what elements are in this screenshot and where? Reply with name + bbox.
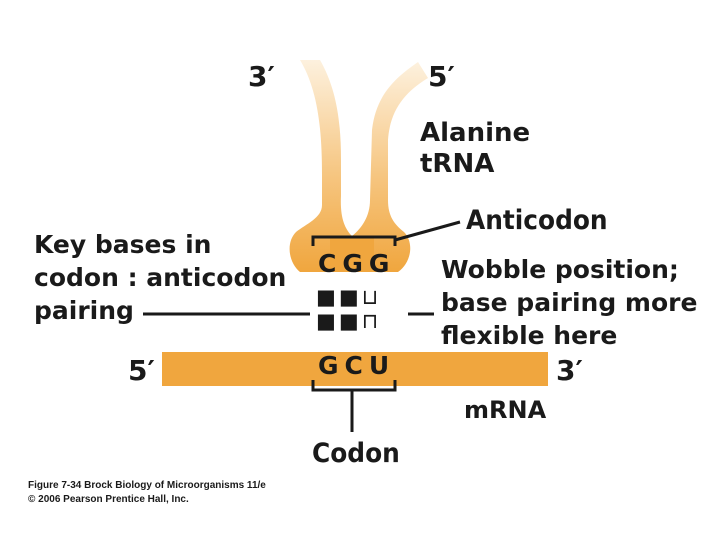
wobble-label: Wobble position; base pairing more flexi… xyxy=(441,253,697,352)
trna-right-arm xyxy=(352,62,428,272)
mrna-5prime-label: 5′ xyxy=(128,354,155,387)
figure-caption-line2: © 2006 Pearson Prentice Hall, Inc. xyxy=(28,494,189,505)
wobble-line1: Wobble position; xyxy=(441,255,679,284)
wobble-line2: base pairing more xyxy=(441,288,698,317)
trna-name-line1: Alanine xyxy=(420,118,531,148)
pair-symbol-2b: ■ xyxy=(338,309,362,333)
codon-label: Codon xyxy=(312,438,400,469)
mrna-3prime-label: 3′ xyxy=(556,354,583,387)
pair-symbol-1b: ■ xyxy=(316,309,339,333)
trna-anticodon-loop xyxy=(330,236,374,272)
key-bases-line2: codon : anticodon xyxy=(34,263,287,292)
anticodon-base-3: G xyxy=(368,249,396,278)
key-bases-line3: pairing xyxy=(34,296,134,325)
pair-symbol-2a: ■ xyxy=(338,285,362,309)
trna-3prime-label: 3′ xyxy=(248,60,275,93)
pairing-row-top: ■■⊔ xyxy=(316,286,381,308)
pair-symbol-3a: ⊔ xyxy=(361,285,382,309)
anticodon-bracket xyxy=(311,235,397,246)
pairing-row-bottom: ■■⊓ xyxy=(316,310,381,332)
codon-bases: GCU xyxy=(318,351,395,380)
pair-symbol-1a: ■ xyxy=(316,285,339,309)
wobble-line3: flexible here xyxy=(441,321,618,350)
trna-name: Alanine tRNA xyxy=(420,118,530,180)
codon-bracket xyxy=(311,380,397,392)
anticodon-base-2: G xyxy=(342,249,369,278)
codon-base-1: G xyxy=(318,351,345,380)
anticodon-bases: CGG xyxy=(318,249,395,278)
pairing-symbols: ■■⊔ ■■⊓ xyxy=(316,286,381,332)
figure-caption-line1: Figure 7-34 Brock Biology of Microorgani… xyxy=(28,480,266,491)
codon-base-2: C xyxy=(344,351,369,380)
mrna-strand xyxy=(162,352,548,386)
mrna-name: mRNA xyxy=(464,396,547,424)
pair-symbol-3b: ⊓ xyxy=(361,309,382,333)
anticodon-pointer xyxy=(394,220,461,242)
anticodon-base-1: C xyxy=(318,249,343,278)
key-bases-line1: Key bases in xyxy=(34,230,212,259)
key-bases-label: Key bases in codon : anticodon pairing xyxy=(34,228,286,327)
trna-5prime-label: 5′ xyxy=(428,60,455,93)
anticodon-label: Anticodon xyxy=(466,205,608,236)
codon-base-3: U xyxy=(368,351,396,380)
trna-left-arm xyxy=(289,60,352,272)
trna-name-line2: tRNA xyxy=(420,149,495,179)
